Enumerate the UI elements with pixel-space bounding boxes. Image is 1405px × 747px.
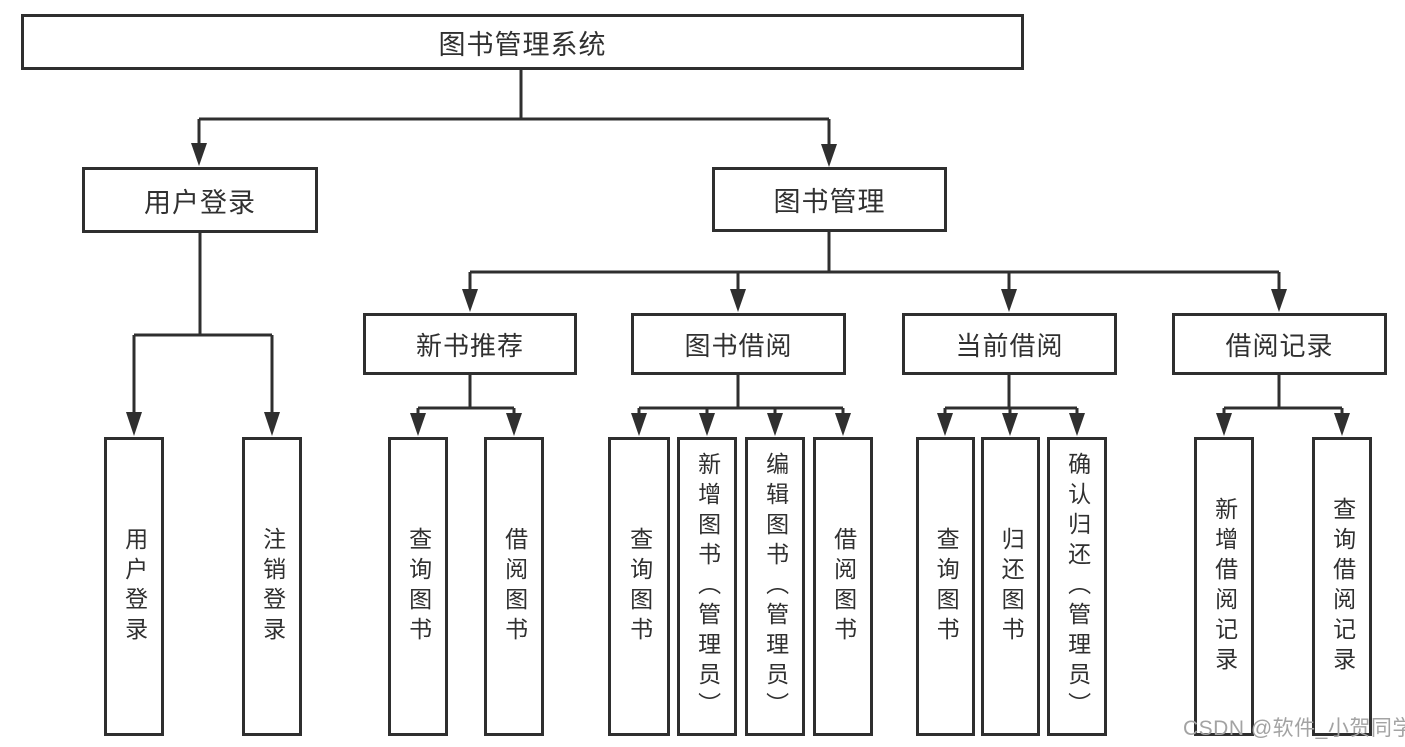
node-leaf-query-books-recommend: 查询图书	[388, 437, 448, 736]
node-leaf-logout: 注销登录	[242, 437, 302, 736]
node-leaf-user-login: 用户登录	[104, 437, 164, 736]
node-leaf-add-borrow-record: 新增借阅记录	[1194, 437, 1254, 736]
node-leaf-query-books-current-label: 查询图书	[933, 526, 960, 647]
node-leaf-user-login-label: 用户登录	[121, 526, 148, 647]
node-leaf-query-books-recommend-label: 查询图书	[405, 526, 432, 647]
node-leaf-return-book: 归还图书	[981, 437, 1040, 736]
node-leaf-add-borrow-record-label: 新增借阅记录	[1211, 496, 1238, 677]
node-user-login: 用户登录	[82, 167, 318, 233]
node-new-book-recommend-label: 新书推荐	[415, 330, 524, 361]
connector-root-to-level2	[197, 70, 831, 147]
node-book-management-label: 图书管理	[773, 187, 886, 217]
connector-book-borrowing-to-children	[637, 375, 845, 415]
node-leaf-query-books-current: 查询图书	[916, 437, 975, 736]
connector-current-borrowing-to-children	[943, 375, 1079, 415]
node-leaf-edit-book-admin: 编辑图书（管理员）	[745, 437, 805, 736]
node-borrowing-records: 借阅记录	[1172, 313, 1387, 375]
node-leaf-query-books-borrowing-label: 查询图书	[626, 526, 653, 647]
node-root-label: 图书管理系统	[438, 29, 607, 60]
node-leaf-query-borrow-record-label: 查询借阅记录	[1329, 496, 1356, 677]
node-leaf-logout-label: 注销登录	[259, 526, 286, 647]
node-leaf-borrow-books-recommend-label: 借阅图书	[501, 526, 528, 647]
node-leaf-borrow-books-recommend: 借阅图书	[484, 437, 544, 736]
node-root: 图书管理系统	[21, 14, 1024, 70]
node-leaf-return-book-label: 归还图书	[998, 526, 1025, 647]
arrowheads	[126, 143, 1350, 436]
node-book-management: 图书管理	[712, 167, 947, 232]
node-book-borrowing: 图书借阅	[631, 313, 846, 375]
node-leaf-add-book-admin-label: 新增图书（管理员）	[694, 451, 721, 722]
node-leaf-query-books-borrowing: 查询图书	[608, 437, 670, 736]
node-leaf-add-book-admin: 新增图书（管理员）	[677, 437, 737, 736]
node-current-borrowing: 当前借阅	[902, 313, 1117, 375]
node-current-borrowing-label: 当前借阅	[955, 330, 1064, 361]
node-user-login-label: 用户登录	[144, 187, 256, 218]
connector-borrowing-records-to-children	[1222, 375, 1344, 415]
node-leaf-query-borrow-record: 查询借阅记录	[1312, 437, 1372, 736]
connector-user-login-to-children	[132, 233, 274, 414]
node-new-book-recommend: 新书推荐	[363, 313, 577, 375]
node-borrowing-records-label: 借阅记录	[1225, 330, 1334, 361]
node-leaf-borrow-books-label: 借阅图书	[830, 526, 857, 647]
connector-new-book-recommend-to-children	[416, 375, 516, 415]
node-leaf-confirm-return-admin-label: 确认归还（管理员）	[1064, 451, 1091, 722]
node-leaf-confirm-return-admin: 确认归还（管理员）	[1047, 437, 1107, 736]
node-book-borrowing-label: 图书借阅	[684, 330, 793, 361]
node-leaf-edit-book-admin-label: 编辑图书（管理员）	[762, 451, 789, 722]
csdn-watermark: CSDN @软件_小贺同学	[1183, 717, 1405, 740]
connector-book-management-to-level3	[468, 232, 1281, 291]
node-leaf-borrow-books: 借阅图书	[813, 437, 873, 736]
